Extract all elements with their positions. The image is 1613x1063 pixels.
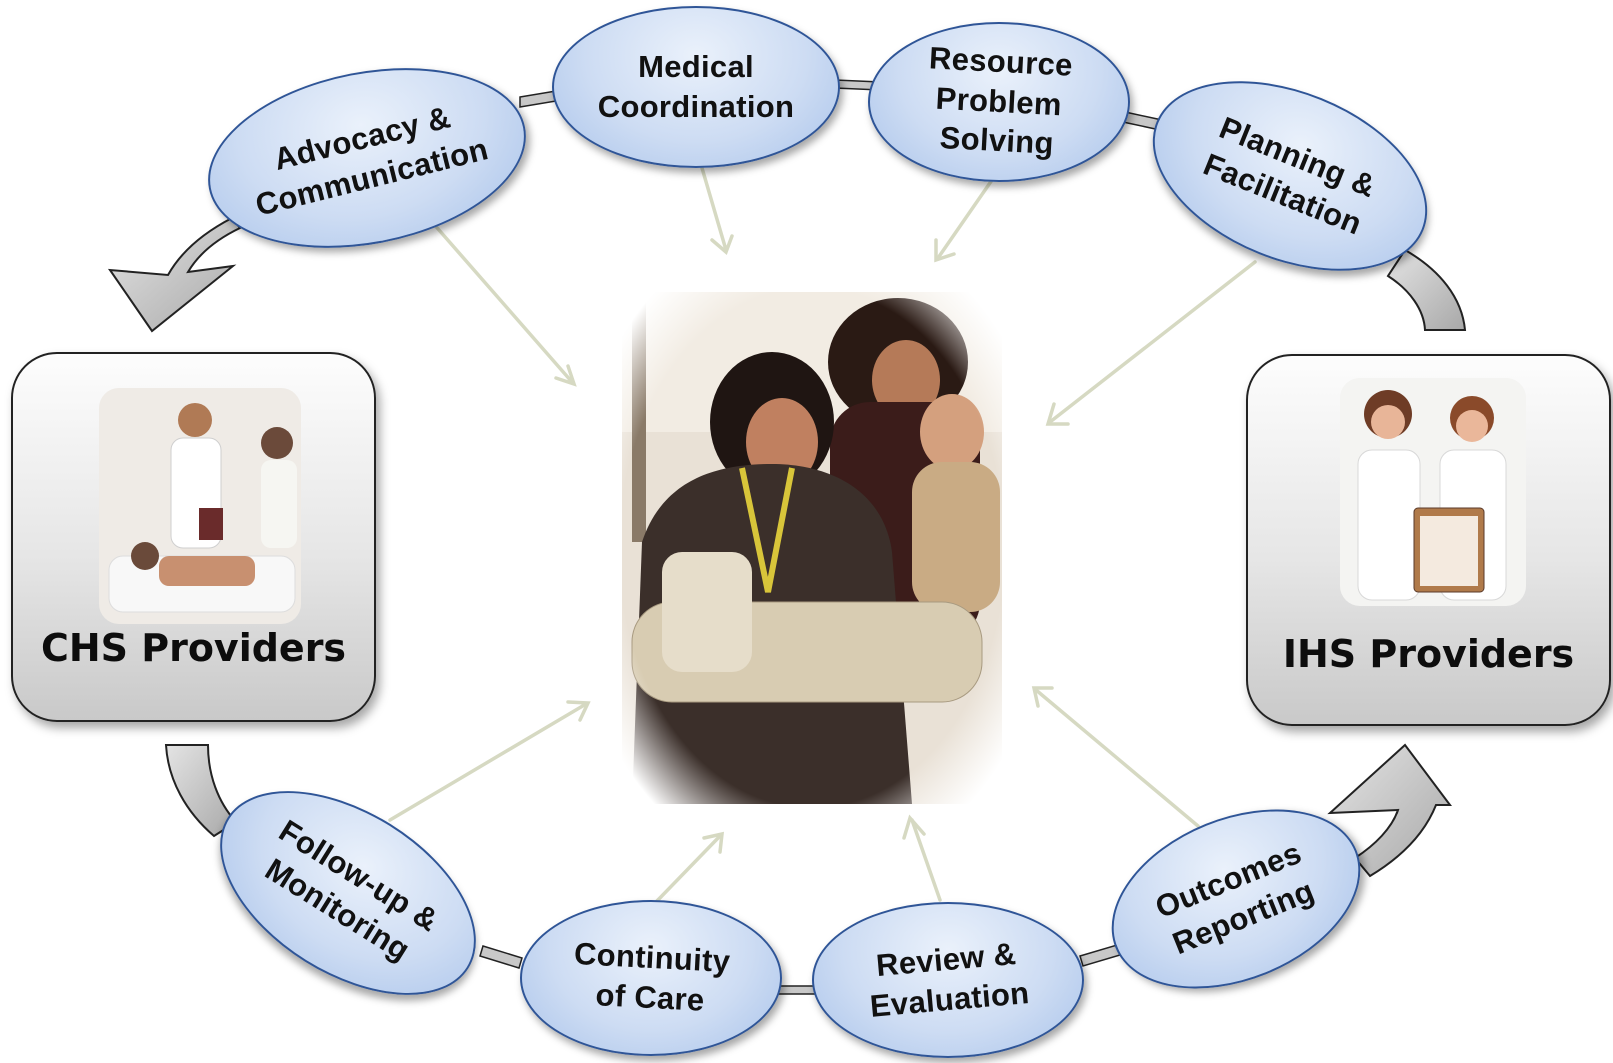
arrow-to-ihs bbox=[1327, 743, 1452, 878]
chs-providers-box: CHS Providers bbox=[11, 352, 376, 722]
step-continuity-label: Continuity of Care bbox=[573, 936, 731, 1018]
ihs-providers-label: IHS Providers bbox=[1282, 632, 1575, 676]
step-outcomes-label: Outcomes Reporting bbox=[1150, 835, 1319, 962]
step-resource-problem-solving: Resource Problem Solving bbox=[868, 22, 1130, 182]
chs-providers-label: CHS Providers bbox=[40, 626, 347, 670]
step-planning-label: Planning & Facilitation bbox=[1198, 110, 1381, 242]
arc-planning-to-ihs bbox=[1386, 248, 1467, 331]
central-family-photo bbox=[622, 292, 1002, 804]
step-resource-label: Resource Problem Solving bbox=[928, 40, 1074, 162]
step-continuity-of-care: Continuity of Care bbox=[520, 900, 782, 1056]
ihs-providers-box: IHS Providers bbox=[1246, 354, 1611, 726]
pointer-arrows bbox=[388, 166, 1257, 904]
step-review-evaluation: Review & Evaluation bbox=[812, 902, 1084, 1058]
chs-providers-photo bbox=[99, 388, 301, 624]
step-review-label: Review & Evaluation bbox=[868, 936, 1031, 1024]
arrow-to-chs bbox=[107, 216, 242, 333]
step-medical-label: Medical Coordination bbox=[597, 49, 795, 124]
step-advocacy-label: Advocacy & Communication bbox=[251, 99, 492, 223]
step-medical-coordination: Medical Coordination bbox=[552, 6, 840, 168]
ihs-providers-photo bbox=[1340, 378, 1526, 606]
